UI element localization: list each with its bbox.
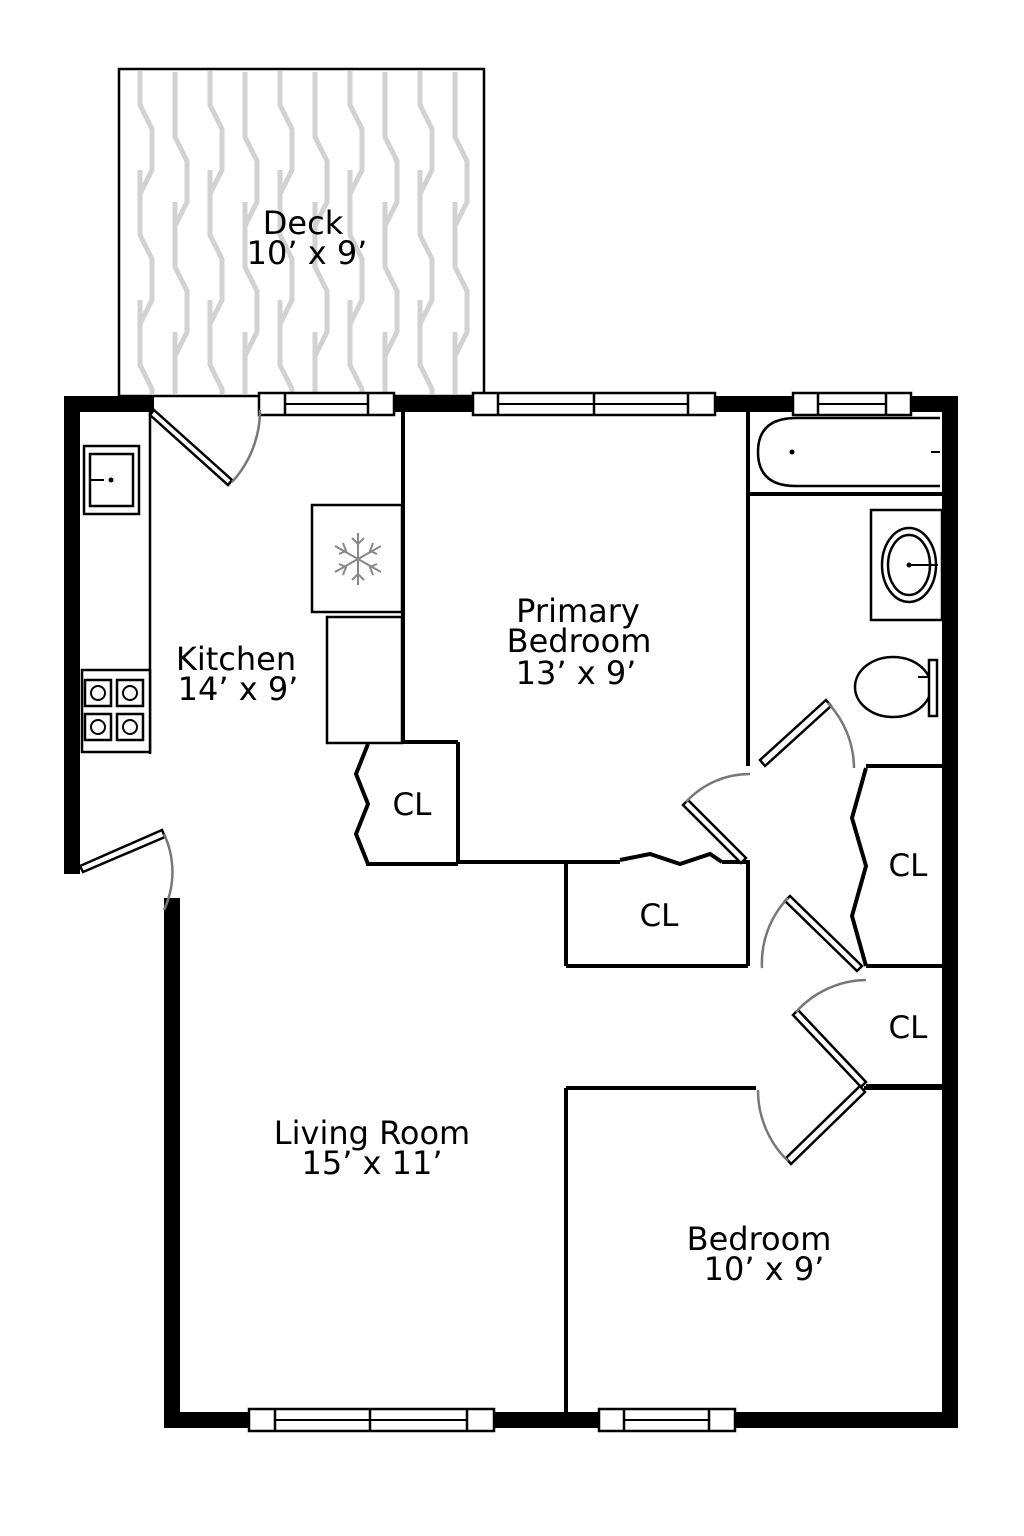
deck-board <box>312 202 330 358</box>
door-bedroom <box>756 1084 867 1166</box>
deck-board <box>382 332 388 394</box>
deck-board <box>242 202 260 358</box>
kitchen-closet-label: CL <box>393 787 433 823</box>
door-bathroom <box>758 698 856 769</box>
primary-closet-label: CL <box>640 898 680 934</box>
deck-board <box>172 72 190 228</box>
deck-area <box>117 40 502 454</box>
windows <box>247 391 913 1433</box>
deck-board <box>347 170 365 326</box>
deck-board <box>417 71 435 196</box>
kitchen-fixtures <box>80 412 404 754</box>
door-hall-closet-lower <box>791 978 868 1089</box>
deck-board <box>172 332 178 394</box>
deck-board <box>207 170 225 326</box>
stove-icon <box>80 668 152 754</box>
deck-board <box>312 72 330 228</box>
deck-dims: 10’ x 9’ <box>247 234 368 272</box>
refrigerator <box>310 503 404 614</box>
deck-board <box>242 332 248 394</box>
window-primary-bedroom <box>471 391 717 417</box>
deck-board <box>347 300 365 394</box>
door-entry <box>78 828 174 911</box>
sink-icon <box>82 444 141 516</box>
bedroom-name: Bedroom <box>687 1220 832 1258</box>
deck-board <box>490 40 502 194</box>
primary-bedroom-dims: 13’ x 9’ <box>516 654 637 692</box>
window-bedroom <box>597 1407 737 1433</box>
bedroom-dims: 10’ x 9’ <box>704 1250 825 1288</box>
doors <box>78 408 868 1166</box>
bifold-doors <box>353 743 869 967</box>
toilet-icon <box>853 655 939 719</box>
deck-board <box>382 72 400 228</box>
deck-board <box>490 170 502 324</box>
bathroom-sink <box>869 508 944 622</box>
deck-board <box>417 170 435 326</box>
deck-board <box>137 170 155 326</box>
deck-board <box>382 202 400 358</box>
deck-board <box>490 300 502 454</box>
deck-board <box>452 72 470 228</box>
bathroom-fixtures <box>750 416 944 719</box>
deck-pattern <box>137 40 502 454</box>
deck-board <box>137 71 155 196</box>
deck-board <box>172 202 190 358</box>
primary-bedroom-name-line2: Bedroom <box>507 622 652 660</box>
hall-closet-upper-label: CL <box>889 848 929 884</box>
kitchen-dims: 14’ x 9’ <box>178 670 299 708</box>
deck-board <box>207 71 225 196</box>
living-room-dims: 15’ x 11’ <box>301 1144 442 1182</box>
window-kitchen <box>257 391 396 417</box>
primary-bedroom-name-line1: Primary <box>516 592 640 630</box>
deck-name: Deck <box>263 204 344 242</box>
kitchen-cabinet <box>325 615 404 745</box>
snowflake-icon <box>334 533 382 585</box>
bathtub-icon <box>756 416 940 488</box>
deck-board <box>277 170 295 326</box>
deck-board <box>452 202 470 358</box>
exterior-walls <box>64 396 958 1428</box>
room-labels: Deck 10’ x 9’ Kitchen 14’ x 9’ Primary B… <box>176 204 832 1288</box>
deck-board <box>242 72 260 228</box>
window-bathroom <box>791 391 913 417</box>
kitchen-name: Kitchen <box>176 640 296 678</box>
door-hall-closet-upper <box>760 894 864 973</box>
deck-board <box>277 71 295 196</box>
deck-board <box>417 300 435 394</box>
interior-walls <box>366 412 942 1412</box>
deck-board <box>207 300 225 394</box>
deck-board <box>137 300 155 394</box>
deck-board <box>312 332 318 394</box>
deck-board <box>347 71 365 196</box>
closet-labels: CL CL CL CL <box>393 787 929 1046</box>
deck-board <box>452 332 458 394</box>
deck-board <box>277 300 295 394</box>
door-primary-bedroom <box>681 772 751 865</box>
living-room-name: Living Room <box>274 1114 470 1152</box>
hall-closet-lower-label: CL <box>889 1010 929 1046</box>
door-deck <box>148 408 262 487</box>
window-living-room <box>247 1407 496 1433</box>
